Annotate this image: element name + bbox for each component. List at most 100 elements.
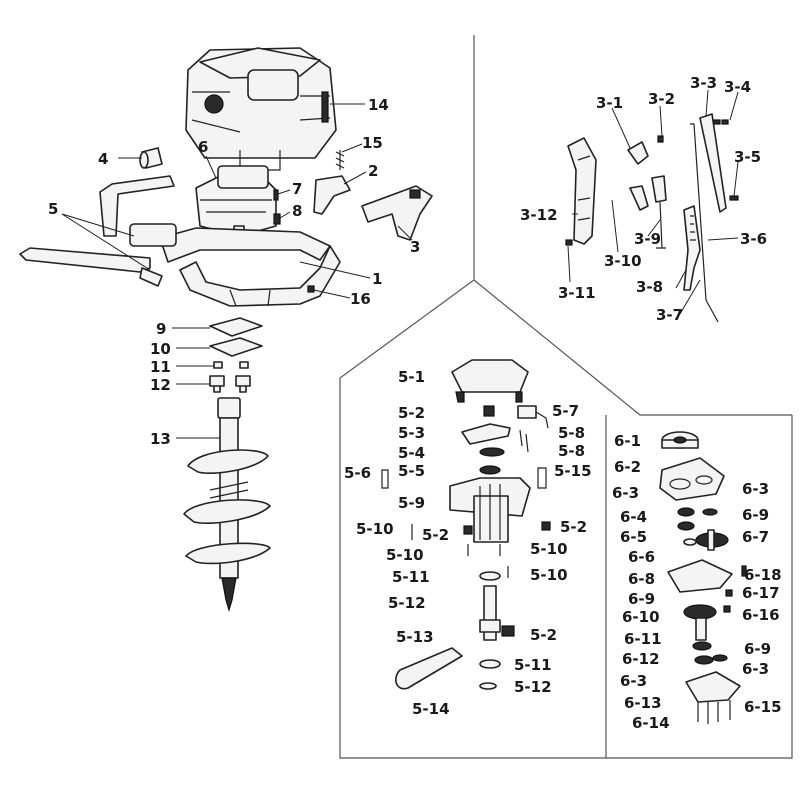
callout-label: 9: [156, 320, 166, 338]
grip-5-14: [395, 647, 463, 690]
callout-label: 6-15: [744, 698, 782, 716]
callout-label: 6-6: [628, 548, 655, 566]
callout-label: 5-12: [388, 594, 426, 612]
callout-label: 5-2: [422, 526, 449, 544]
small-parts-6-16-6-18: [723, 565, 747, 613]
callout-label: 3-5: [734, 148, 761, 166]
rod-3-3-3-6: [690, 113, 739, 323]
callout-label: 5-13: [396, 628, 434, 646]
callout-label: 5-1: [398, 368, 425, 386]
callout-label: 6-3: [620, 672, 647, 690]
pin-3-11: [565, 239, 573, 246]
callout-label: 6-9: [628, 590, 655, 608]
housing-5-9: [449, 477, 531, 543]
frame-handlebar-1: [19, 175, 341, 307]
washers-5-4-5-5: [479, 447, 505, 475]
callout-label: 5-2: [398, 404, 425, 422]
bearings-6-4-6-9: [677, 507, 718, 531]
bolts-5-6-5-15: [381, 467, 547, 489]
callout-label: 3-2: [648, 90, 675, 108]
callout-labels: 14 15 2 6 7 8 4 5 3 1 16 9 10 11 12 13 3…: [48, 74, 782, 732]
callout-label: 6-9: [744, 640, 771, 658]
callout-label: 5-9: [398, 494, 425, 512]
handle-housing-3-12: [567, 137, 597, 245]
screws-6-14-6-15: [697, 700, 731, 724]
washer-16: [307, 285, 315, 293]
nuts-5-2-side: [463, 521, 551, 535]
callout-label: 5-4: [398, 444, 425, 462]
engine-14: [185, 47, 337, 171]
washers-5-11-5-12: [479, 659, 501, 690]
callout-label: 6-10: [622, 608, 660, 626]
callout-label: 6-13: [624, 694, 662, 712]
callout-label: 5-7: [552, 402, 579, 420]
callout-label: 5-5: [398, 462, 425, 480]
callout-label: 6-18: [744, 566, 782, 584]
handle-grip-3: [361, 185, 433, 241]
lower-case-6-13: [685, 671, 741, 703]
callout-label: 10: [150, 340, 171, 358]
callout-label: 16: [350, 290, 371, 308]
bolts-11-12: [209, 361, 251, 393]
callout-label: 3-4: [724, 78, 751, 96]
callout-label: 6: [198, 138, 208, 156]
gear-6-10: [683, 604, 717, 641]
trigger-3-1-3-2: [627, 135, 664, 165]
callout-label: 2: [368, 162, 378, 180]
nut-5-2-lower: [501, 625, 515, 637]
cable-3-8-3-7: [683, 205, 701, 291]
callout-label: 6-8: [628, 570, 655, 588]
callout-label: 6-11: [624, 630, 662, 648]
callout-label: 6-1: [614, 432, 641, 450]
callout-label: 5-10: [356, 520, 394, 538]
sleeve-4: [139, 147, 163, 169]
callout-label: 3-3: [690, 74, 717, 92]
callout-label: 5-14: [412, 700, 450, 718]
callout-label: 11: [150, 358, 171, 376]
callout-label: 6-5: [620, 528, 647, 546]
callout-label: 3-10: [604, 252, 642, 270]
callout-label: 5: [48, 200, 58, 218]
callout-label: 3-7: [656, 306, 683, 324]
callout-label: 5-11: [392, 568, 430, 586]
callout-label: 5-12: [514, 678, 552, 696]
callout-label: 6-16: [742, 606, 780, 624]
cap-6-1: [661, 431, 699, 449]
switch-3-9-3-10: [629, 175, 667, 249]
callout-label: 3-9: [634, 230, 661, 248]
callout-label: 5-8: [558, 424, 585, 442]
callout-label: 6-3: [612, 484, 639, 502]
callout-label: 1: [372, 270, 382, 288]
gear-6-7: [695, 529, 729, 551]
nut-5-2: [483, 405, 495, 417]
washer-6-5-6-6: [683, 538, 697, 546]
upper-case-6-2: [659, 457, 725, 501]
callout-label: 5-6: [344, 464, 371, 482]
panel-frames: [339, 35, 793, 759]
callout-label: 5-3: [398, 424, 425, 442]
bolts-7-8-15: [273, 150, 345, 225]
callout-label: 6-12: [622, 650, 660, 668]
callout-label: 13: [150, 430, 171, 448]
callout-label: 6-7: [742, 528, 769, 546]
gearbox-6: [195, 165, 277, 249]
callout-label: 6-9: [742, 506, 769, 524]
leader-lines: [61, 89, 739, 439]
callout-label: 6-2: [614, 458, 641, 476]
plates-9-10: [209, 317, 263, 357]
callout-label: 5-2: [560, 518, 587, 536]
bracket-2: [313, 175, 351, 215]
callout-label: 5-10: [530, 566, 568, 584]
callout-label: 7: [292, 180, 302, 198]
callout-label: 6-3: [742, 480, 769, 498]
callout-label: 6-17: [742, 584, 780, 602]
cover-5-1: [451, 359, 529, 403]
screws-5-10: [411, 524, 509, 578]
springs-5-8: [519, 429, 529, 453]
callout-label: 5-2: [530, 626, 557, 644]
callout-label: 5-11: [514, 656, 552, 674]
shaft-5-13: [479, 571, 501, 641]
callout-label: 3-6: [740, 230, 767, 248]
plate-5-3: [461, 423, 511, 445]
